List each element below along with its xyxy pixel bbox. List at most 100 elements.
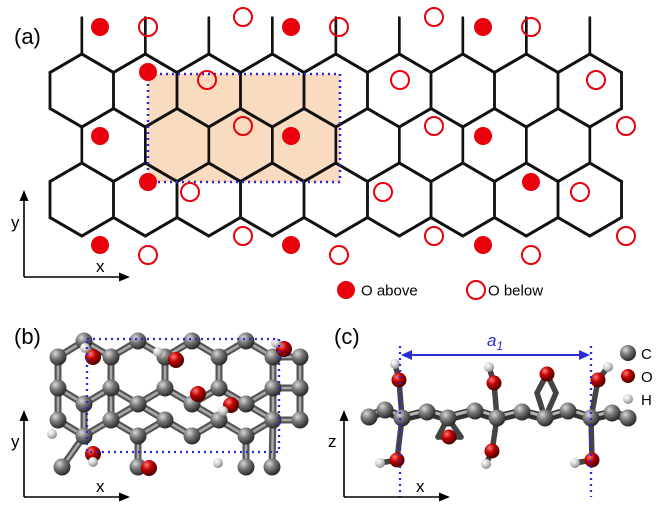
hydrogen-atom — [153, 347, 163, 357]
carbon-atom — [418, 403, 436, 421]
legend-carbon-label: C — [641, 346, 652, 363]
carbon-bond — [80, 216, 115, 237]
axes-b — [19, 410, 130, 502]
carbon-bond — [397, 161, 433, 183]
carbon-bond — [588, 52, 623, 74]
carbon-atom — [393, 409, 411, 427]
oxygen-below-marker — [233, 116, 253, 136]
carbon-bond — [524, 107, 560, 128]
hydrogen-atom — [481, 459, 491, 469]
carbon-bond — [397, 107, 433, 128]
carbon-bond — [429, 216, 465, 237]
carbon-bond — [239, 52, 274, 74]
carbon-bond — [302, 161, 338, 183]
oxygen-below-marker — [521, 17, 541, 37]
hydrogen-atom — [80, 343, 90, 353]
legend-a: O above O below — [337, 280, 543, 300]
carbon-bond — [175, 52, 211, 74]
carbon-bond — [493, 161, 528, 183]
panel-a: (a) y x O above O below — [11, 7, 636, 300]
carbon-atom — [264, 411, 282, 429]
carbon-bond — [207, 107, 242, 128]
carbon-atom — [129, 395, 147, 413]
carbon-bond — [144, 161, 179, 183]
axis-c-x-label: x — [416, 477, 425, 496]
lattice-vector-arrow — [401, 350, 590, 360]
carbon-atom — [183, 332, 201, 350]
carbon-bond — [175, 161, 211, 183]
oxygen-above-marker — [139, 173, 157, 191]
carbon-bond — [112, 107, 147, 128]
carbon-bond — [366, 161, 401, 183]
carbon-atom — [439, 409, 457, 427]
oxygen-below-marker — [138, 245, 158, 265]
oxygen-above-marker — [139, 63, 157, 81]
carbon-bond — [112, 52, 147, 74]
carbon-bond — [556, 161, 592, 183]
oxygen-atom — [539, 366, 555, 382]
carbon-bond — [239, 161, 274, 183]
carbon-atom — [53, 458, 71, 476]
carbon-bond — [207, 161, 242, 183]
carbon-atom — [291, 411, 309, 429]
legend-hydrogen-atom — [623, 394, 633, 404]
oxygen-above-marker — [474, 236, 492, 254]
carbon-bond — [112, 216, 147, 237]
oxygen-atom — [168, 352, 184, 368]
carbon-atom — [49, 348, 67, 366]
hydrogen-atom — [375, 458, 385, 468]
oxygen-atom — [141, 460, 157, 476]
oxygen-sites — [91, 7, 636, 265]
carbon-bond — [493, 216, 528, 237]
carbon-bond — [366, 52, 401, 74]
carbon-bond — [429, 52, 465, 74]
carbon-bond — [270, 107, 306, 128]
hydrogen-atom — [484, 362, 494, 372]
carbon-atom — [210, 348, 228, 366]
carbon-bond — [461, 161, 496, 183]
carbon-bond — [48, 161, 84, 183]
carbon-atom — [513, 403, 531, 421]
carbon-atom — [237, 458, 255, 476]
hydrogen-atom — [603, 362, 613, 372]
hydrogen-atom — [47, 429, 57, 439]
legend-carbon-atom — [620, 345, 636, 361]
carbon-atom — [376, 401, 394, 419]
oxygen-below-marker — [197, 70, 217, 90]
carbon-bond — [239, 107, 274, 128]
hexagonal-lattice — [48, 16, 623, 238]
oxygen-above-marker — [282, 127, 300, 145]
carbon-atom — [156, 379, 174, 397]
legend-oxygen-label: O — [641, 369, 653, 386]
oxygen-atom — [486, 375, 502, 391]
oxygen-above-marker — [282, 236, 300, 254]
carbon-atom — [619, 409, 637, 427]
carbon-bond — [461, 52, 496, 74]
molecular-model-top-view — [47, 332, 309, 476]
carbon-bond — [48, 216, 84, 237]
carbon-bond — [397, 216, 433, 237]
panel-b-label: (b) — [14, 324, 41, 349]
carbon-bond — [144, 107, 179, 128]
oxygen-atom — [190, 386, 206, 402]
panel-c: (c) a1 C O H z x — [328, 324, 653, 502]
carbon-bond — [524, 52, 560, 74]
carbon-atom — [156, 411, 174, 429]
hydrogen-atom — [88, 457, 98, 467]
oxygen-below-marker — [586, 70, 606, 90]
carbon-atom — [102, 411, 120, 429]
carbon-bond — [207, 52, 242, 74]
carbon-bond — [80, 52, 115, 74]
molecular-model-side-view — [360, 359, 637, 469]
carbon-bond — [429, 161, 465, 183]
oxygen-below-marker — [233, 226, 253, 246]
oxygen-below-marker — [180, 182, 200, 202]
carbon-bond — [48, 107, 84, 128]
oxygen-above-marker — [91, 18, 109, 36]
carbon-bond — [524, 161, 560, 183]
carbon-atom — [466, 402, 484, 420]
hydrogen-atom — [390, 359, 400, 369]
hydrogen-atom — [213, 458, 223, 468]
axis-b-x-label: x — [96, 477, 105, 496]
